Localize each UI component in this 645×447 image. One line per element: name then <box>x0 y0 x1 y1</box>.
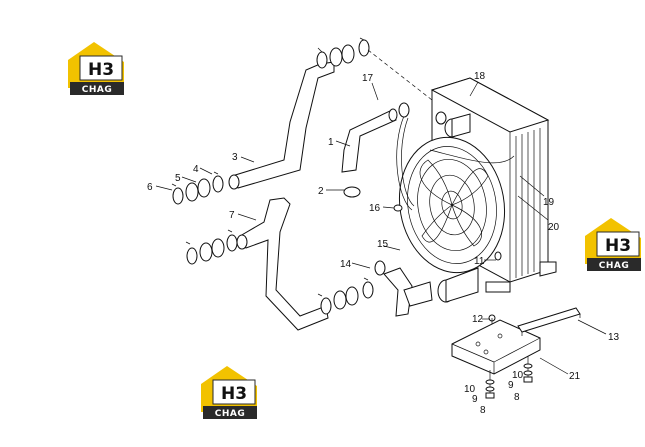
callout-12: 12 <box>472 314 484 325</box>
logo-top-left-word: CHAG <box>82 85 113 95</box>
callout-18: 18 <box>474 71 486 82</box>
callout-17: 17 <box>362 73 374 84</box>
logo-bottom-mark: H3 <box>221 384 247 404</box>
callout-labels: 1 2 3 4 5 6 7 8 9 10 11 12 13 14 15 16 1… <box>147 71 620 416</box>
callout-6: 6 <box>147 182 153 193</box>
lower-hose-7 <box>236 197 329 331</box>
lower-hose-14 <box>374 260 433 317</box>
callout-8-right: 8 <box>514 392 520 403</box>
callout-9-right: 9 <box>508 380 514 391</box>
upper-hose-3 <box>228 61 335 190</box>
callout-2: 2 <box>318 186 324 197</box>
callout-10-left: 10 <box>464 384 476 395</box>
callout-4: 4 <box>193 164 199 175</box>
callout-13: 13 <box>608 332 620 343</box>
logo-right: H3 CHAG <box>585 218 641 271</box>
logo-bottom-word: CHAG <box>215 409 246 419</box>
callout-9-left: 9 <box>472 394 478 405</box>
logo-right-mark: H3 <box>605 236 631 256</box>
callout-20: 20 <box>548 222 560 233</box>
logo-top-left-mark: H3 <box>88 60 114 80</box>
support-bracket-21 <box>451 319 541 375</box>
clamps-left-lower <box>185 229 238 265</box>
fan-shroud <box>396 115 515 274</box>
callout-14: 14 <box>340 259 352 270</box>
callout-21: 21 <box>569 371 581 382</box>
leader-lines <box>155 81 607 375</box>
clamps-upper <box>316 37 433 101</box>
callout-5: 5 <box>175 173 181 184</box>
clamps-left-4-5-6 <box>171 171 224 205</box>
callout-10-right: 10 <box>512 370 524 381</box>
callout-7: 7 <box>229 210 235 221</box>
callout-16: 16 <box>369 203 381 214</box>
support-bracket-13 <box>517 307 581 336</box>
callout-19: 19 <box>543 197 555 208</box>
logo-bottom: H3 CHAG <box>201 366 257 419</box>
bolt-stacks <box>485 356 533 399</box>
logo-right-word: CHAG <box>599 261 630 271</box>
callout-8-left: 8 <box>480 405 486 416</box>
upper-hose-1 <box>341 102 410 173</box>
callout-1: 1 <box>328 137 334 148</box>
callout-11: 11 <box>474 256 485 267</box>
clamps-bottom <box>317 277 374 315</box>
callout-3: 3 <box>232 152 238 163</box>
callout-15: 15 <box>377 239 389 250</box>
logo-top-left: H3 CHAG <box>68 42 124 95</box>
small-parts <box>343 186 502 330</box>
